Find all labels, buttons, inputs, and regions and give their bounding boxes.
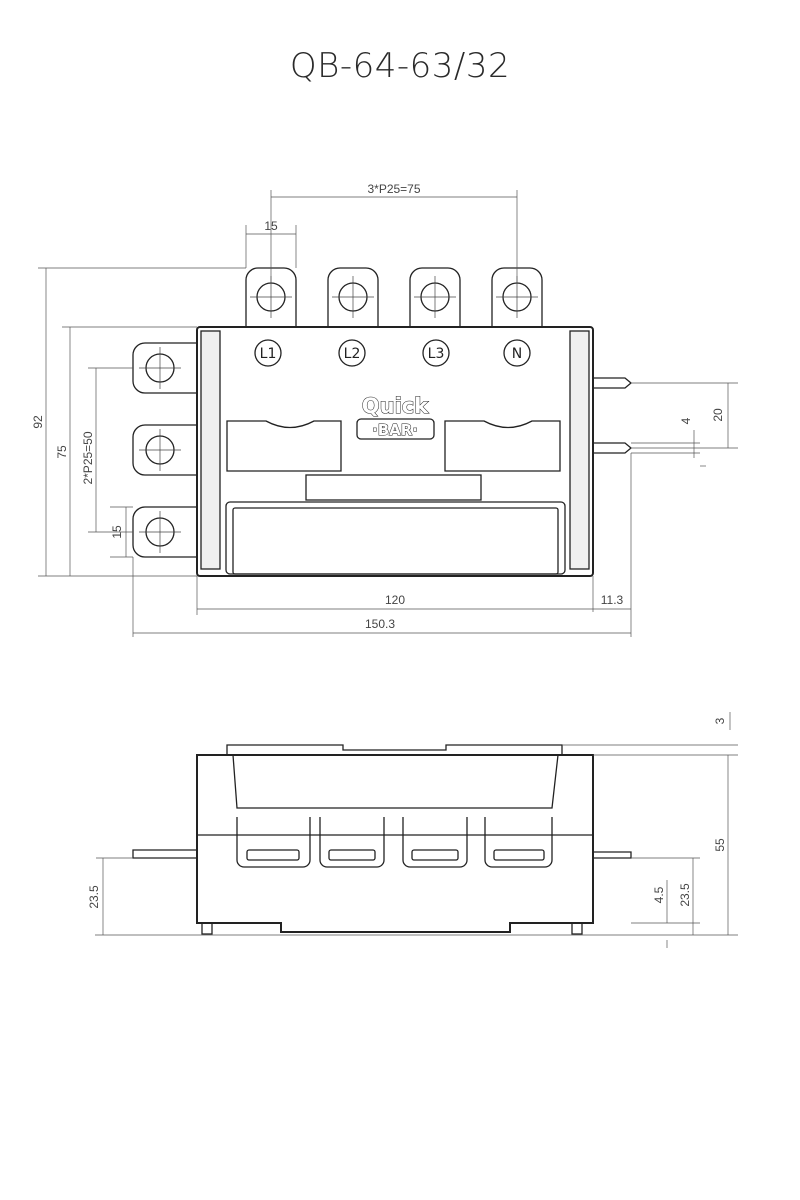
top-view-body — [196, 326, 594, 577]
dim-body-width: 120 — [385, 593, 405, 607]
side-slot-2 — [328, 849, 376, 861]
right-rail — [569, 330, 590, 570]
side-view-left-tab — [132, 849, 197, 859]
dim-right-tab-thickness: 4.5 — [652, 886, 666, 903]
side-view-cover-top — [226, 744, 563, 755]
dim-side-tab-width: 15 — [110, 525, 124, 539]
dim-total-height: 55 — [713, 838, 727, 852]
terminal-circle-n — [503, 339, 531, 367]
terminal-label-n: N — [512, 346, 522, 362]
side-view — [132, 744, 632, 935]
side-foot-left — [201, 922, 213, 935]
dim-top-pitch: 3*P25=75 — [367, 182, 420, 196]
terminal-label-l1: L1 — [260, 346, 277, 362]
lower-cover-outer — [225, 501, 566, 575]
side-slot-3 — [411, 849, 459, 861]
label-slot — [305, 474, 482, 501]
lower-cover-inner — [232, 507, 559, 575]
dim-top-tab-width: 15 — [264, 219, 278, 233]
dim-left-tab-height: 23.5 — [87, 885, 101, 909]
side-view-body — [196, 754, 594, 933]
side-foot-right — [571, 922, 583, 935]
dim-body-height: 75 — [55, 445, 69, 459]
top-terminal-tabs — [245, 267, 543, 327]
right-window — [444, 420, 561, 472]
side-socket-2 — [319, 817, 385, 868]
terminal-circle-l1 — [254, 339, 282, 367]
terminal-label-l3: L3 — [428, 346, 445, 362]
side-view-cover-front — [232, 754, 559, 809]
brand-logo-bar: ·BAR· — [372, 421, 418, 439]
page-title: QB-64-63/32 — [289, 46, 511, 86]
top-view-dimension-lines — [38, 190, 738, 637]
centerlines — [139, 276, 538, 553]
right-pin-upper — [593, 377, 633, 389]
side-socket-4 — [484, 817, 553, 868]
side-slot-1 — [246, 849, 300, 861]
left-rail — [200, 330, 221, 570]
side-slot-4 — [493, 849, 545, 861]
dim-overall-height: 92 — [31, 415, 45, 429]
left-window — [226, 420, 342, 472]
right-pin-lower — [593, 442, 633, 454]
brand-logo-quick: Quick — [362, 394, 429, 418]
terminal-label-l2: L2 — [344, 346, 361, 362]
terminal-circle-l2 — [338, 339, 366, 367]
brand-bar-frame — [356, 418, 435, 440]
dim-pin-span: 20 — [711, 408, 725, 422]
terminal-circle-l3 — [422, 339, 450, 367]
side-socket-3 — [402, 817, 468, 868]
side-socket-1 — [236, 817, 311, 868]
dim-pin-offset: 11.3 — [601, 593, 624, 607]
dim-right-tab-height: 23.5 — [678, 883, 692, 907]
dim-pin-width: 4 — [679, 417, 693, 424]
side-view-right-tab — [593, 851, 632, 859]
dim-overall-width: 150.3 — [365, 617, 395, 631]
side-view-dimension-lines — [95, 712, 738, 948]
dim-cover-height: 3 — [713, 717, 727, 724]
dim-side-pitch: 2*P25=50 — [81, 431, 95, 484]
